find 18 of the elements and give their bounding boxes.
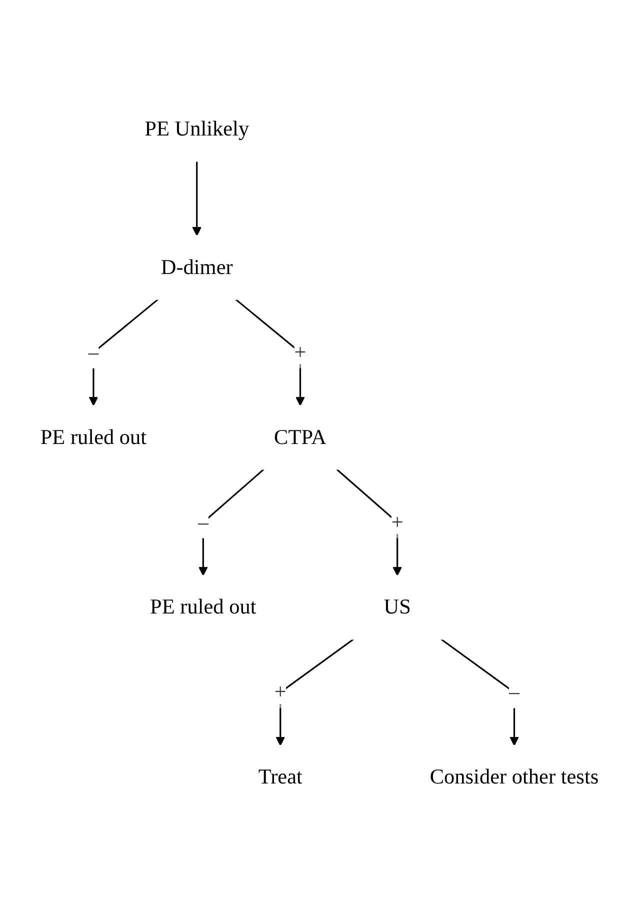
edge-label: + bbox=[274, 680, 286, 704]
node-text: PE ruled out bbox=[150, 595, 256, 619]
node-text: US bbox=[384, 595, 411, 619]
node-text: Treat bbox=[258, 765, 302, 789]
edge-label: – bbox=[508, 680, 520, 704]
arrow bbox=[336, 468, 402, 576]
edge-label: + bbox=[294, 340, 306, 364]
edge-label: + bbox=[391, 510, 404, 534]
edge-label: – bbox=[88, 340, 99, 364]
node-text: D-dimer bbox=[160, 255, 233, 279]
edge-label: – bbox=[198, 510, 208, 534]
node-text: Consider other tests bbox=[430, 765, 599, 789]
node-text: CTPA bbox=[274, 425, 326, 449]
arrow bbox=[235, 298, 305, 406]
arrow bbox=[276, 638, 354, 746]
arrow bbox=[192, 160, 202, 236]
node-text: PE Unlikely bbox=[144, 117, 250, 141]
node-text: PE ruled out bbox=[40, 425, 147, 449]
